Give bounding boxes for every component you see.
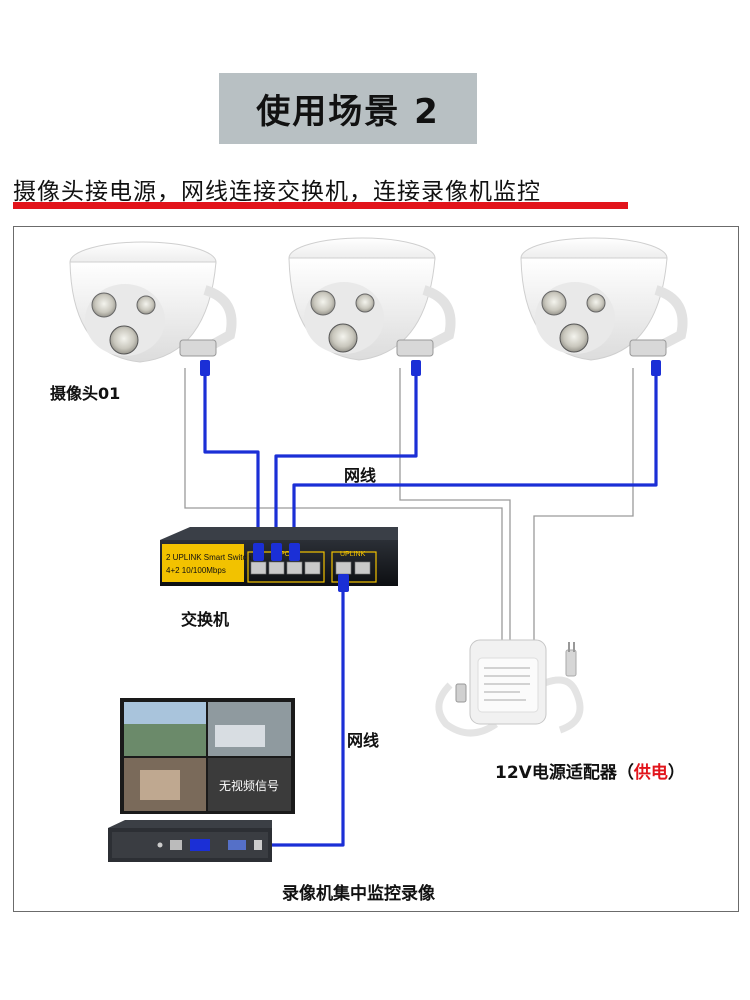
power-adapter bbox=[439, 640, 580, 733]
network-cable-label-bottom: 网线 bbox=[347, 727, 379, 751]
adapter-label-suffix: ） bbox=[668, 763, 685, 783]
poe-switch: 2 UPLINK Smart Switch 4+2 10/100Mbps POE… bbox=[160, 527, 398, 592]
camera-plugs bbox=[200, 360, 661, 376]
camera-3 bbox=[521, 238, 683, 360]
nvr-label: 录像机集中监控录像 bbox=[282, 879, 435, 904]
adapter-label: 12V电源适配器（供电） bbox=[495, 758, 685, 783]
camera-2 bbox=[289, 238, 451, 360]
power-lines bbox=[185, 368, 633, 640]
switch-uplink-label: UPLINK bbox=[340, 551, 366, 558]
camera-label: 摄像头01 bbox=[50, 380, 120, 404]
switch-label-line2: 4+2 10/100Mbps bbox=[166, 566, 226, 575]
nvr-recorder bbox=[108, 820, 272, 862]
no-signal-text: 无视频信号 bbox=[219, 778, 279, 793]
adapter-label-highlight: 供电 bbox=[634, 763, 668, 783]
camera-1 bbox=[70, 242, 232, 362]
monitor: 无视频信号 bbox=[120, 698, 295, 814]
network-cable-label-top: 网线 bbox=[344, 462, 376, 486]
switch-label-line1: 2 UPLINK Smart Switch bbox=[166, 553, 251, 562]
adapter-label-prefix: 12V电源适配器（ bbox=[495, 763, 634, 783]
switch-label: 交换机 bbox=[181, 606, 229, 630]
